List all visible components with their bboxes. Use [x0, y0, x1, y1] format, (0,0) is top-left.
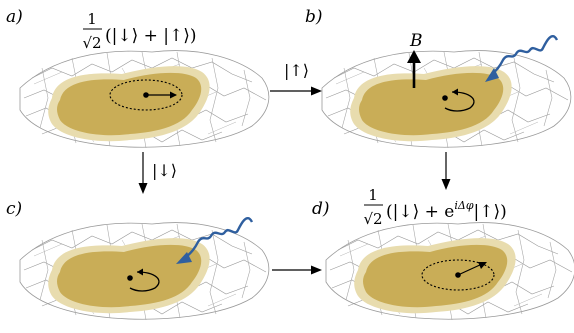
transition-c-to-d: [272, 265, 322, 275]
dotted-orbit-icon: [421, 259, 495, 291]
panel-a: a) 1 √2 (|↓⟩ + |↑⟩): [6, 7, 270, 149]
arrow-icon: [452, 88, 458, 96]
state-superposition-a: (|↓⟩ + |↑⟩): [105, 26, 197, 46]
arrow-icon: [137, 268, 143, 276]
spin-vector-arrow: [457, 263, 483, 276]
arrow-icon: [441, 179, 451, 190]
dotted-orbit-icon: [109, 79, 183, 111]
arrow-icon: [170, 91, 177, 99]
precession-arrow: [129, 271, 160, 292]
prefactor-numerator-a: 1: [87, 10, 97, 28]
transition-label-up: |↑⟩: [284, 61, 309, 80]
wavy-photon-icon: [184, 216, 254, 259]
prefactor-numerator-d: 1: [368, 186, 378, 204]
arrow-icon: [176, 252, 192, 264]
arrow-icon: [311, 265, 322, 275]
prefactor-denominator-d: √2: [363, 210, 382, 228]
panel-b: B b): [305, 7, 572, 149]
arrow-icon: [407, 50, 421, 63]
panel-label-d: d): [312, 199, 330, 219]
panel-label-a: a): [6, 7, 23, 27]
panel-label-c: c): [6, 199, 22, 219]
transition-label-down: |↓⟩: [152, 161, 177, 180]
arrow-icon: [485, 68, 499, 82]
transition-b-to-d: [441, 152, 451, 190]
arrow-icon: [138, 183, 148, 194]
arrow-icon: [478, 262, 487, 269]
spin-center-dot: [127, 275, 133, 281]
panel-label-b: b): [305, 7, 323, 27]
spin-center-dot: [442, 95, 448, 101]
wavy-photon-icon: [489, 34, 559, 77]
panel-c: c): [6, 199, 270, 321]
arrow-icon: [311, 86, 322, 96]
sample-blob: [350, 66, 512, 142]
transition-a-to-b: |↑⟩: [270, 61, 322, 96]
state-phase-d: (|↓⟩ + eiΔφ|↑⟩): [386, 199, 507, 222]
precession-arrow: [444, 91, 475, 112]
panel-d: d) 1 √2 (|↓⟩ + eiΔφ|↑⟩): [312, 186, 574, 321]
prefactor-denominator-a: √2: [82, 34, 101, 52]
sample-blob: [354, 238, 516, 314]
transition-a-to-c: |↓⟩: [138, 152, 177, 194]
sample-blob: [48, 66, 210, 142]
field-label: B: [409, 31, 423, 51]
